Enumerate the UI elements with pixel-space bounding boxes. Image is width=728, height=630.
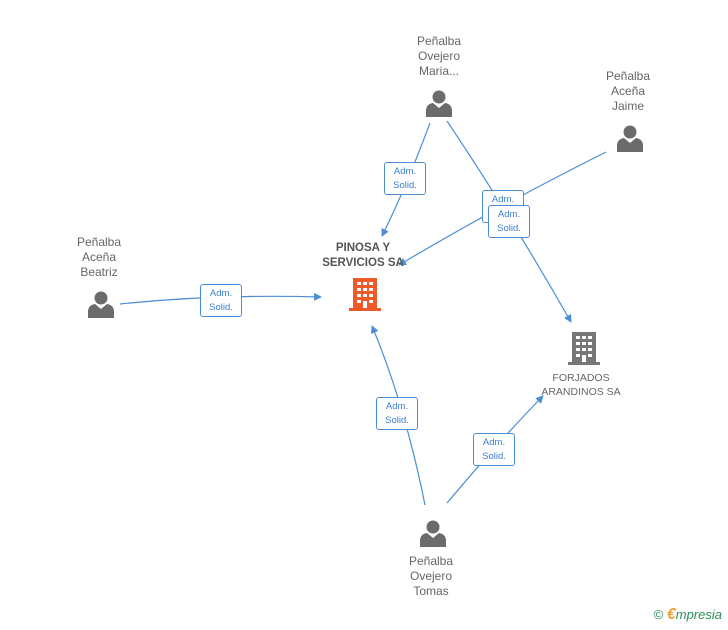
person-icon[interactable]	[88, 291, 114, 319]
person-icon[interactable]	[420, 520, 446, 548]
building-icon[interactable]	[568, 332, 600, 365]
empresia-logo-letter: €	[666, 606, 676, 623]
person-label-jaime[interactable]: Peñalba Aceña Jaime	[605, 69, 651, 113]
relation-badge[interactable]: Adm. Solid.	[376, 397, 418, 430]
company-label-forjados[interactable]: FORJADOS ARANDINOS SA	[541, 372, 621, 398]
relation-badge[interactable]: Adm. Solid.	[384, 162, 426, 195]
person-label-maria[interactable]: Peñalba Ovejero Maria...	[416, 34, 462, 78]
empresia-watermark: © €mpresia	[654, 606, 722, 624]
relation-badge[interactable]: Adm. Solid.	[473, 433, 515, 466]
copyright-symbol: ©	[653, 607, 664, 622]
building-icon[interactable]	[349, 278, 381, 311]
person-label-tomas[interactable]: Peñalba Ovejero Tomas	[408, 554, 454, 598]
relation-badge[interactable]: Adm. Solid.	[200, 284, 242, 317]
person-icon[interactable]	[617, 125, 643, 153]
empresia-logo-text: mpresia	[675, 607, 722, 622]
person-label-beatriz[interactable]: Peñalba Aceña Beatriz	[76, 235, 122, 279]
company-label-pinosa[interactable]: PINOSA Y SERVICIOS SA	[322, 242, 404, 269]
person-icon[interactable]	[426, 90, 452, 118]
relation-badge[interactable]: Adm. Solid.	[488, 205, 530, 238]
